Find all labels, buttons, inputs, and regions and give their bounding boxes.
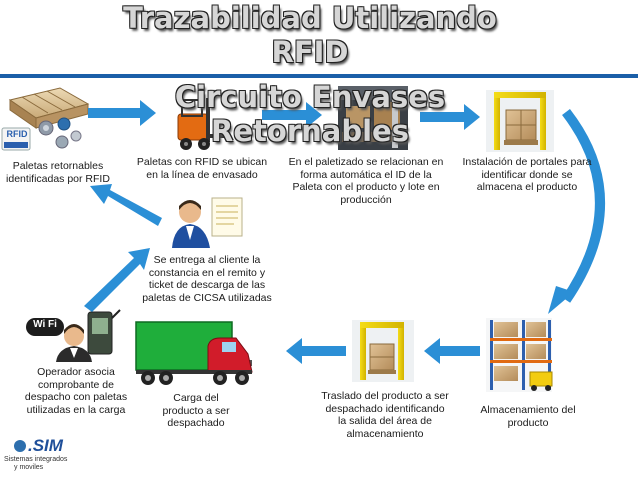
rfid-coin-tags-icon (38, 117, 82, 149)
caption-pallets-rfid: Paletas retornables identificadas por RF… (6, 160, 110, 185)
arrow-portal-to-storage-head (548, 286, 574, 314)
exit-portal-image (352, 320, 414, 382)
title-line-2: RFID (271, 35, 349, 69)
caption-storage: Almacenamiento del producto (480, 404, 576, 429)
palletizing-photo (338, 86, 408, 150)
title-banner (0, 0, 638, 78)
caption-delivery: Se entrega al cliente la constancia en e… (142, 254, 272, 304)
logo-brand: .SIM (28, 436, 63, 455)
arrow-pallet-to-forklift (88, 100, 156, 126)
arrow-palletizing-to-portal (420, 104, 480, 130)
caption-transfer: Traslado del producto a ser despachado i… (321, 390, 449, 440)
title-line-1: Trazabilidad Utilizando (123, 1, 497, 35)
rfid-portal-image (486, 90, 554, 152)
sim-logo (14, 440, 26, 452)
delivery-truck-image (135, 321, 253, 385)
wifi-label: Wi Fi (33, 319, 57, 330)
caption-palletizing: En el paletizado se relacionan en forma … (288, 156, 444, 206)
handheld-pda-image (87, 309, 121, 355)
caption-forklift: Paletas con RFID se ubican en la línea d… (136, 156, 268, 181)
arrow-transfer-to-truck (286, 338, 346, 364)
warehouse-racks-image (486, 318, 553, 392)
arrow-forklift-to-palletizing (262, 102, 322, 128)
title-line-4: Retornables (211, 114, 409, 148)
logo-subtitle-1: Sistemas integrados (4, 456, 68, 463)
logo-subtitle-2: y moviles (14, 464, 44, 471)
person-with-receipt-image (172, 197, 243, 248)
caption-operator: Operador asocia comprobante de despacho … (24, 366, 128, 416)
arrow-storage-to-transfer (424, 338, 480, 364)
rfid-tag-label: RFID (6, 129, 28, 139)
title-line-3: Circuito Envases (174, 80, 446, 114)
caption-loading: Carga del producto a ser despachado (162, 392, 230, 429)
forklift-image (177, 98, 226, 150)
arrow-delivery-to-pallets (90, 184, 162, 226)
rfid-tag-icon (1, 127, 31, 151)
caption-portals: Instalación de portales para identificar… (462, 156, 592, 193)
arrow-portal-to-storage (561, 108, 605, 303)
operator-avatar-image (56, 324, 92, 362)
arrow-operator-to-delivery (84, 248, 150, 312)
wifi-icon (26, 318, 64, 336)
